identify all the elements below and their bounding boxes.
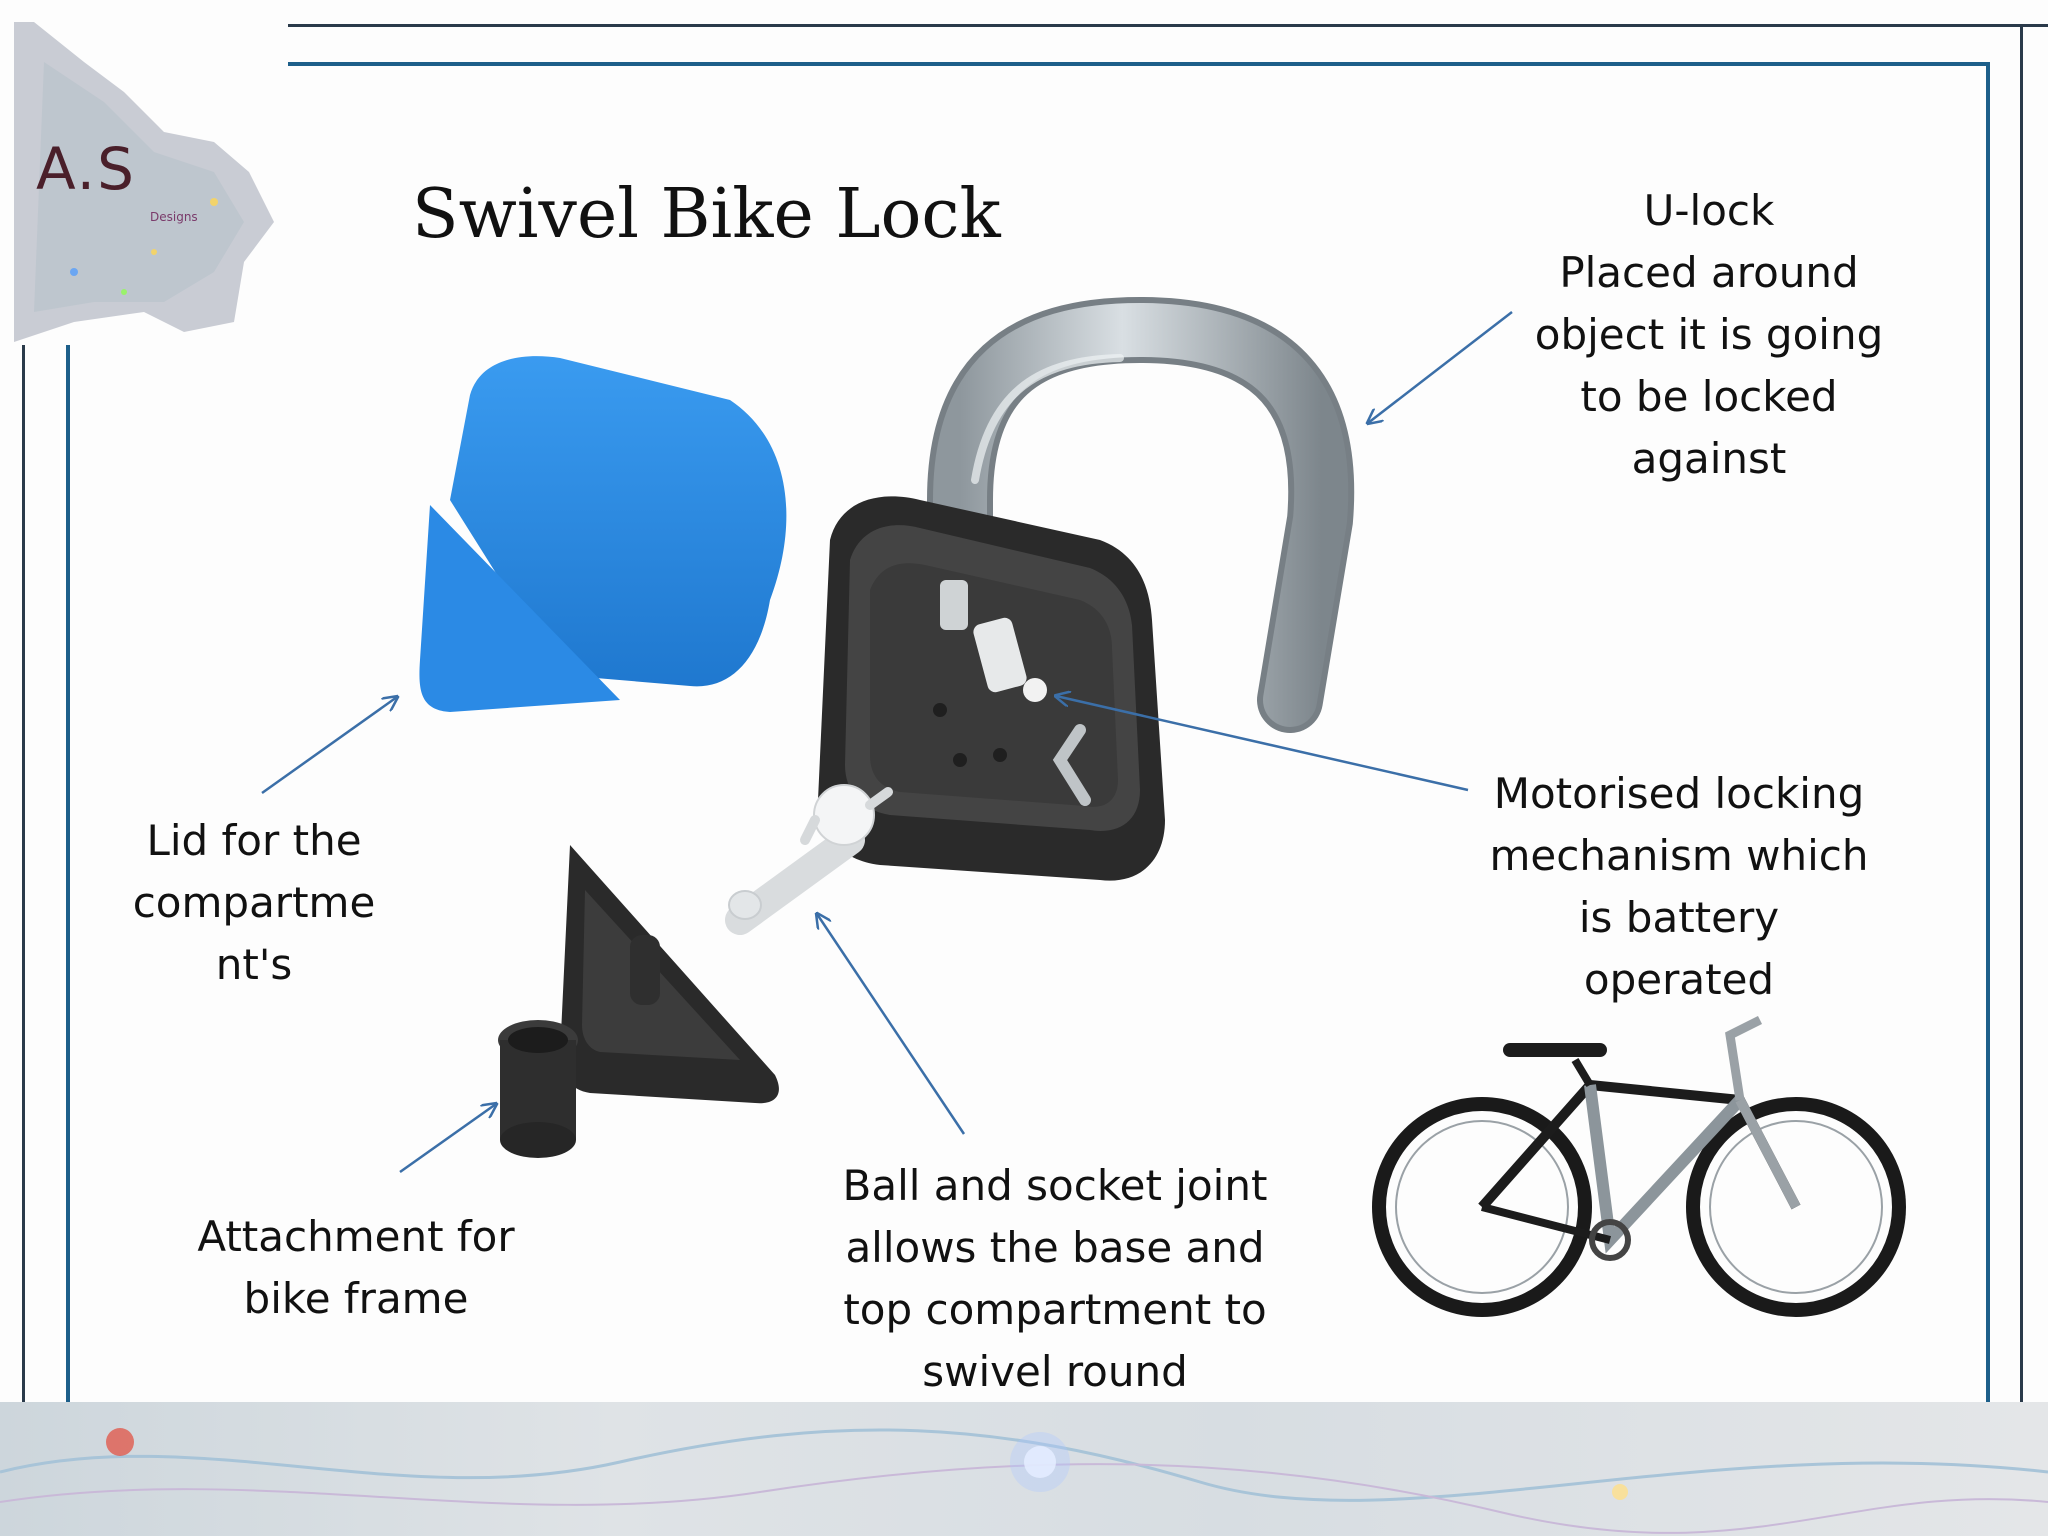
motor-line-3: is battery <box>1578 893 1780 942</box>
ball-line-4: swivel round <box>922 1347 1188 1396</box>
callout-arrows <box>261 311 1513 1174</box>
decorative-bottom-band <box>0 1402 2048 1536</box>
arrow-motor <box>1056 696 1469 792</box>
ulock-line-1: U-lock <box>1643 186 1775 235</box>
ball-line-3: top compartment to <box>843 1285 1267 1334</box>
ulock-line-2: Placed around <box>1559 248 1859 297</box>
ulock-label: U-lock Placed around object it is going … <box>1462 180 1956 490</box>
lid-line-1: Lid for the <box>146 816 362 865</box>
frame-left-line <box>22 345 25 1402</box>
ball-line-2: allows the base and <box>845 1223 1265 1272</box>
slide-title: Swivel Bike Lock <box>412 175 1001 254</box>
motor-line-4: operated <box>1583 955 1775 1004</box>
ulock-line-5: against <box>1631 434 1787 483</box>
arrow-attachment <box>399 1104 496 1174</box>
lid-line-2: compartme <box>132 878 376 927</box>
ulock-line-4: to be locked <box>1580 372 1838 421</box>
arrow-lid <box>261 697 397 795</box>
ulock-line-3: object it is going <box>1534 310 1884 359</box>
attachment-line-2: bike frame <box>243 1274 469 1323</box>
attachment-label: Attachment for bike frame <box>170 1206 542 1330</box>
ball-label: Ball and socket joint allows the base an… <box>800 1155 1310 1403</box>
lid-label: Lid for the compartme nt's <box>80 810 428 996</box>
ball-socket-joint <box>725 784 893 935</box>
lid-large <box>450 356 787 687</box>
logo-text: A.S <box>36 135 136 203</box>
ulock-shackle <box>927 296 1355 733</box>
motor-line-2: mechanism which <box>1489 831 1869 880</box>
motor-label: Motorised locking mechanism which is bat… <box>1432 763 1926 1011</box>
lock-body <box>818 496 1165 881</box>
ball-line-1: Ball and socket joint <box>842 1161 1268 1210</box>
frame-top-line <box>288 24 2048 27</box>
frame-blue-right <box>1986 62 1990 1402</box>
arrow-ball <box>817 914 966 1135</box>
base-compartment <box>498 845 779 1158</box>
lid-small <box>419 505 620 712</box>
frame-right-line <box>2020 24 2023 1402</box>
logo-subtext: Designs <box>150 210 198 224</box>
lid-line-3: nt's <box>215 940 293 989</box>
attachment-line-1: Attachment for <box>197 1212 515 1261</box>
logo-map-graphic <box>14 22 274 342</box>
arrow-ulock <box>1368 311 1513 423</box>
motor-line-1: Motorised locking <box>1493 769 1865 818</box>
bicycle-image <box>1372 1015 1906 1317</box>
frame-blue-left <box>66 345 70 1402</box>
frame-blue-top <box>288 62 1990 66</box>
